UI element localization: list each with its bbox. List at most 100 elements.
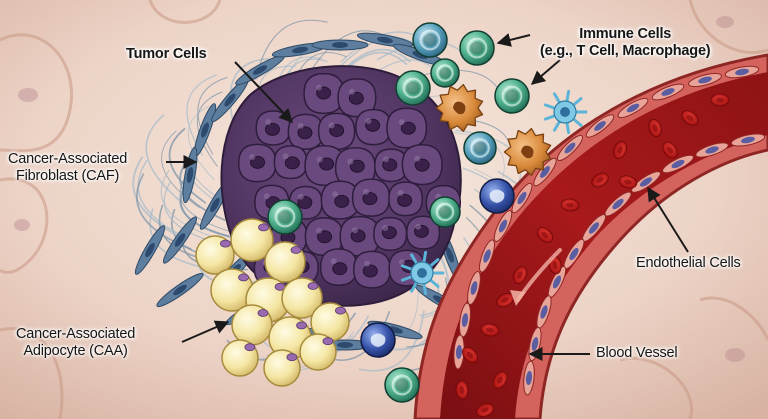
fibroblast-cell — [356, 32, 414, 48]
endothelial-cell — [730, 133, 766, 147]
tumor-cell — [386, 107, 428, 149]
endothelial-cell — [585, 114, 615, 138]
label-caa-line1: Cancer-Associated — [16, 326, 136, 342]
label-immune-cells-line1: Immune Cells — [579, 26, 672, 42]
endothelial-cell — [459, 302, 471, 338]
red-blood-cell — [462, 346, 478, 364]
immune-cells — [267, 22, 588, 403]
red-blood-cell — [480, 323, 500, 337]
red-blood-cell — [591, 172, 609, 188]
tumor-cell — [373, 216, 408, 251]
label-immune-cells-line2: (e.g., T Cell, Macrophage) — [540, 43, 711, 59]
endothelial-cell — [724, 65, 760, 79]
adipocyte — [281, 277, 323, 319]
label-blood-vessel-text: Blood Vessel — [596, 345, 678, 361]
red-blood-cell — [512, 266, 528, 284]
label-immune-cells: Immune Cells (e.g., T Cell, Macrophage) — [540, 26, 711, 60]
red-blood-cell — [492, 371, 508, 389]
endothelial-cell — [651, 83, 685, 101]
endothelial-cell — [695, 142, 729, 158]
blood-vessel — [413, 53, 768, 419]
label-blood-vessel: Blood Vessel — [596, 345, 678, 362]
red-blood-cell — [536, 227, 554, 243]
adipocyte — [230, 218, 274, 262]
red-blood-cells — [455, 93, 730, 417]
endothelial-cell — [631, 171, 661, 193]
tumor-cell — [304, 217, 344, 257]
endothelial-cell — [662, 154, 694, 174]
red-blood-cell — [648, 118, 662, 138]
tumor-cell — [355, 108, 392, 146]
t-cell — [384, 367, 420, 403]
label-caf: Cancer-Associated Fibroblast (CAF) — [8, 151, 127, 185]
tumor-cell — [319, 248, 358, 286]
adipocyte-cluster — [195, 218, 350, 387]
t-cell — [395, 70, 431, 106]
pointer-lines — [166, 33, 689, 361]
endothelial-cell — [511, 182, 533, 214]
tumor-cell — [388, 181, 424, 217]
tumor-cell — [273, 145, 308, 180]
fibroblast-cell — [311, 39, 369, 51]
t-cell — [463, 131, 497, 165]
tumor-cell — [351, 178, 391, 217]
t-cell — [429, 196, 461, 228]
tumor-cell — [401, 143, 443, 186]
t-cell — [267, 199, 303, 235]
t-cell — [430, 58, 460, 88]
tumor-cell — [237, 143, 277, 183]
red-blood-cell — [662, 141, 678, 159]
red-blood-cell — [710, 93, 730, 107]
tumor-cell — [320, 180, 360, 220]
adipocyte — [263, 349, 301, 387]
endothelial-cell — [617, 97, 649, 119]
b-cell — [479, 178, 515, 214]
endothelial-cell — [467, 270, 481, 306]
dendritic-cell — [543, 89, 588, 135]
b-cell — [360, 322, 396, 358]
red-blood-cell — [681, 110, 699, 126]
label-caf-line2: Fibroblast (CAF) — [15, 168, 120, 184]
endothelial-cell — [547, 266, 567, 298]
t-cell — [494, 78, 530, 114]
red-blood-cell — [560, 198, 580, 212]
tissue-nuclei — [14, 16, 745, 362]
tumor-cell — [334, 147, 376, 189]
adipocyte — [264, 241, 306, 283]
red-blood-cell — [475, 403, 495, 417]
tumor-cell — [337, 78, 377, 118]
label-caa: Cancer-Associated Adipocyte (CAA) — [16, 326, 135, 360]
label-endothelial-cells: Endothelial Cells — [636, 255, 741, 272]
adipocyte — [299, 333, 337, 371]
endothelial-cell — [493, 210, 513, 242]
endothelial-cell — [556, 134, 584, 162]
tumor-cell — [339, 215, 381, 257]
endothelial-cells — [453, 65, 766, 396]
label-tumor-cells-text: Tumor Cells — [126, 46, 207, 62]
label-tumor-cells: Tumor Cells — [126, 46, 207, 63]
endothelial-cell — [453, 334, 465, 370]
label-caf-line1: Cancer-Associated — [8, 151, 128, 167]
macrophage — [435, 83, 484, 133]
endothelial-cell — [688, 72, 722, 88]
label-caa-line2: Adipocyte (CAA) — [23, 343, 128, 359]
adipocyte — [221, 339, 259, 377]
red-blood-cell — [618, 175, 638, 189]
endothelial-cell — [523, 360, 535, 396]
t-cell — [459, 30, 495, 66]
adipocyte — [231, 304, 273, 346]
fibroblast-cell — [235, 54, 285, 86]
tumor-cell — [406, 215, 441, 250]
tumor-cell — [303, 72, 345, 115]
tumor-cell — [317, 112, 356, 151]
fibroblast-cell — [156, 272, 204, 308]
adipocyte — [195, 235, 235, 275]
tumor-cell — [352, 250, 392, 289]
fibroblast-cell — [162, 216, 198, 264]
endothelial-cell — [479, 239, 495, 273]
red-blood-cell — [455, 380, 469, 400]
dendritic-cell — [400, 250, 445, 296]
label-endothelial-cells-text: Endothelial Cells — [636, 255, 741, 271]
